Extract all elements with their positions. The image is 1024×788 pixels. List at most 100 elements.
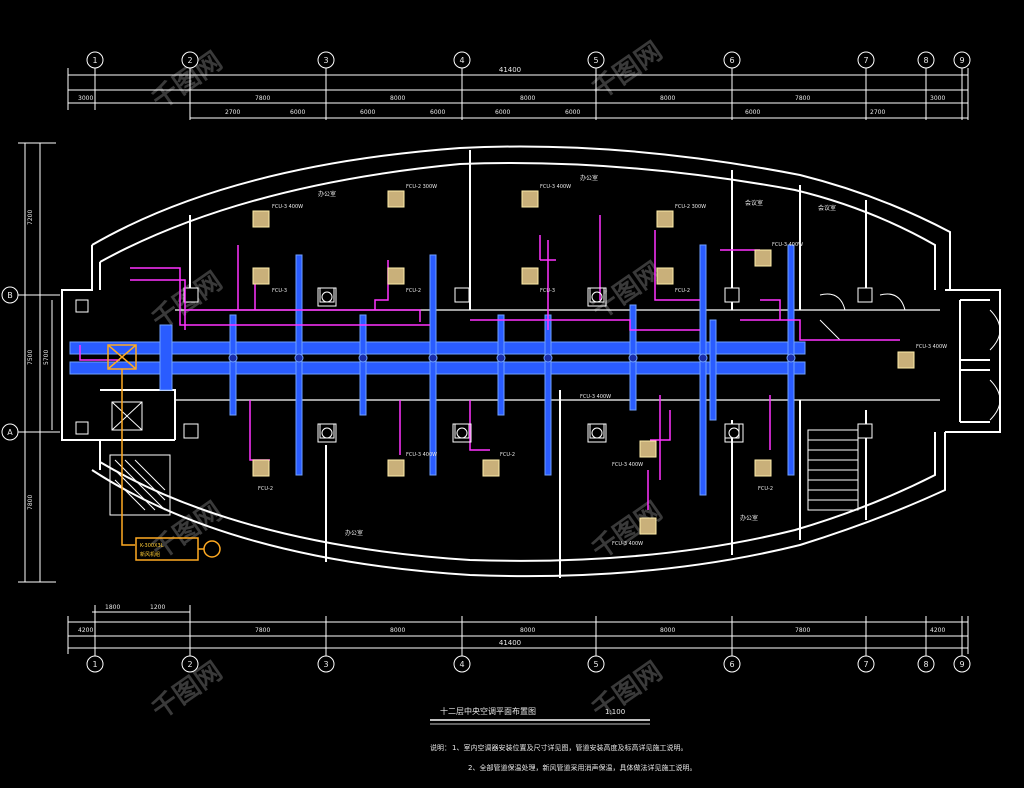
dim-top-r2-1: 2700 bbox=[225, 109, 240, 116]
fcu-1 bbox=[252, 210, 270, 228]
dim-top-3: 8000 bbox=[390, 95, 405, 102]
fcu-11 bbox=[387, 459, 405, 477]
doors-right bbox=[819, 293, 1001, 421]
dim-top-7: 3000 bbox=[930, 95, 945, 102]
fcu-3 bbox=[387, 190, 405, 208]
fcu-6 bbox=[521, 267, 539, 285]
axis-bubble-top-6: 6 bbox=[723, 51, 741, 120]
axis-bubble-bot-5: 5 bbox=[587, 616, 605, 673]
axis-bubble-bot-4: 4 bbox=[453, 616, 471, 673]
fcu-15 bbox=[639, 517, 657, 535]
unit-label-14: FCU-2 bbox=[758, 486, 773, 492]
fcu-9 bbox=[754, 249, 772, 267]
notes-label: 说明： bbox=[430, 743, 451, 752]
note-2: 2、全部管道保温处理，新风管道采用消声保温，具体做法详见施工说明。 bbox=[468, 763, 696, 772]
dim-top-4: 8000 bbox=[520, 95, 535, 102]
unit-label-4: FCU-2 bbox=[406, 288, 421, 294]
fcu-5 bbox=[521, 190, 539, 208]
dim-bot-5: 8000 bbox=[660, 627, 675, 634]
unit-label-5: FCU-3 400W bbox=[540, 184, 571, 190]
unit-label-10: FCU-2 bbox=[258, 486, 273, 492]
watermark-2: 千图网 bbox=[587, 36, 668, 105]
top-dimension-texts: 41400 3000 7800 8000 8000 8000 7800 3000… bbox=[78, 66, 945, 116]
axis-bubble-bot-3: 3 bbox=[317, 616, 335, 673]
left-dimension-texts: 7200 7500 5700 7800 bbox=[27, 210, 50, 510]
axis-top-label-4: 4 bbox=[459, 56, 464, 65]
dim-bot-2: 7800 bbox=[255, 627, 270, 634]
top-dimension-block bbox=[67, 68, 969, 120]
unit-label-16: FCU-3 400W bbox=[916, 344, 947, 350]
bottom-dimension-texts: 1800 1200 4200 7800 8000 8000 8000 7800 … bbox=[78, 604, 945, 647]
fresh-air-unit bbox=[107, 344, 221, 561]
stair-right bbox=[807, 429, 859, 511]
axis-bubble-left-A: A bbox=[1, 423, 60, 441]
equipment-label: K-300X3L bbox=[140, 543, 164, 549]
axis-bubble-left-B: B bbox=[1, 286, 60, 304]
room-labels: 办公室 办公室 会议室 办公室 办公室 会议室 bbox=[318, 174, 836, 537]
axis-bot-label-5: 5 bbox=[593, 660, 598, 669]
unit-label-11: FCU-3 400W bbox=[406, 452, 437, 458]
axis-left-label-A: A bbox=[7, 428, 13, 437]
dim-top-r2-8: 2700 bbox=[870, 109, 885, 116]
dim-top-r2-6: 6000 bbox=[565, 109, 580, 116]
top-axis-bubbles: 1 2 3 4 5 6 7 8 9 bbox=[86, 51, 971, 120]
fcu-13 bbox=[639, 440, 657, 458]
top-total-dim: 41400 bbox=[499, 66, 521, 74]
room-label-6: 会议室 bbox=[818, 204, 836, 212]
bottom-total-dim: 41400 bbox=[499, 639, 521, 647]
left-axis-bubbles: B A bbox=[1, 286, 60, 441]
unit-label-6: FCU-3 bbox=[540, 288, 555, 294]
drawing-title: 十二层中央空调平面布置图 bbox=[440, 706, 536, 716]
axis-bot-label-7: 7 bbox=[863, 660, 868, 669]
supply-duct-network bbox=[69, 244, 806, 496]
dim-top-r2-3: 6000 bbox=[360, 109, 375, 116]
axis-bubble-top-8: 8 bbox=[917, 51, 935, 120]
axis-top-label-5: 5 bbox=[593, 56, 598, 65]
dim-top-r2-7: 6000 bbox=[745, 109, 760, 116]
dim-left-3: 5700 bbox=[43, 350, 50, 365]
fcu-7 bbox=[656, 210, 674, 228]
axis-bot-label-8: 8 bbox=[923, 660, 928, 669]
room-label-2: 办公室 bbox=[580, 174, 598, 182]
axis-bubble-bot-8: 8 bbox=[917, 616, 935, 673]
room-label-1: 办公室 bbox=[318, 190, 336, 198]
axis-bubble-bot-2: 2 bbox=[181, 605, 199, 673]
fcu-4 bbox=[387, 267, 405, 285]
dim-left-4: 7800 bbox=[27, 495, 34, 510]
bottom-dimension-block bbox=[67, 611, 969, 654]
dim-left-1: 7200 bbox=[27, 210, 34, 225]
elevator-shaft bbox=[111, 401, 143, 431]
dim-top-6: 7800 bbox=[795, 95, 810, 102]
air-diffusers bbox=[317, 287, 744, 443]
axis-bot-label-1: 1 bbox=[92, 660, 97, 669]
dim-bot-r2-1: 1800 bbox=[105, 604, 120, 611]
axis-bubble-top-2: 2 bbox=[181, 51, 199, 120]
dim-bot-7: 4200 bbox=[930, 627, 945, 634]
fcu-12 bbox=[482, 459, 500, 477]
unit-label-7: FCU-2 300W bbox=[675, 204, 706, 210]
fcu-2 bbox=[252, 267, 270, 285]
stair-left bbox=[109, 454, 171, 516]
note-1: 1、室内空调器安装位置及尺寸详见图，管道安装高度及标高详见施工说明。 bbox=[452, 743, 687, 752]
room-label-5: 办公室 bbox=[740, 514, 758, 522]
axis-bubble-top-9: 9 bbox=[953, 51, 971, 120]
axis-top-label-3: 3 bbox=[323, 56, 328, 65]
dim-bot-r2-2: 1200 bbox=[150, 604, 165, 611]
dim-top-r2-4: 6000 bbox=[430, 109, 445, 116]
unit-label-13: FCU-3 400W bbox=[612, 462, 643, 468]
axis-bot-label-6: 6 bbox=[729, 660, 734, 669]
fcu-8 bbox=[656, 267, 674, 285]
pipe-network bbox=[79, 215, 900, 510]
axis-top-label-7: 7 bbox=[863, 56, 868, 65]
axis-top-label-8: 8 bbox=[923, 56, 928, 65]
unit-labels: FCU-3 400W FCU-3 FCU-2 300W FCU-2 FCU-3 … bbox=[258, 184, 947, 547]
duct-joints bbox=[228, 353, 796, 363]
axis-bot-label-4: 4 bbox=[459, 660, 464, 669]
unit-label-8: FCU-2 bbox=[675, 288, 690, 294]
unit-label-3: FCU-2 300W bbox=[406, 184, 437, 190]
axis-top-label-9: 9 bbox=[959, 56, 964, 65]
axis-top-label-1: 1 bbox=[92, 56, 97, 65]
axis-bubble-top-7: 7 bbox=[857, 51, 875, 120]
axis-top-label-2: 2 bbox=[187, 56, 192, 65]
